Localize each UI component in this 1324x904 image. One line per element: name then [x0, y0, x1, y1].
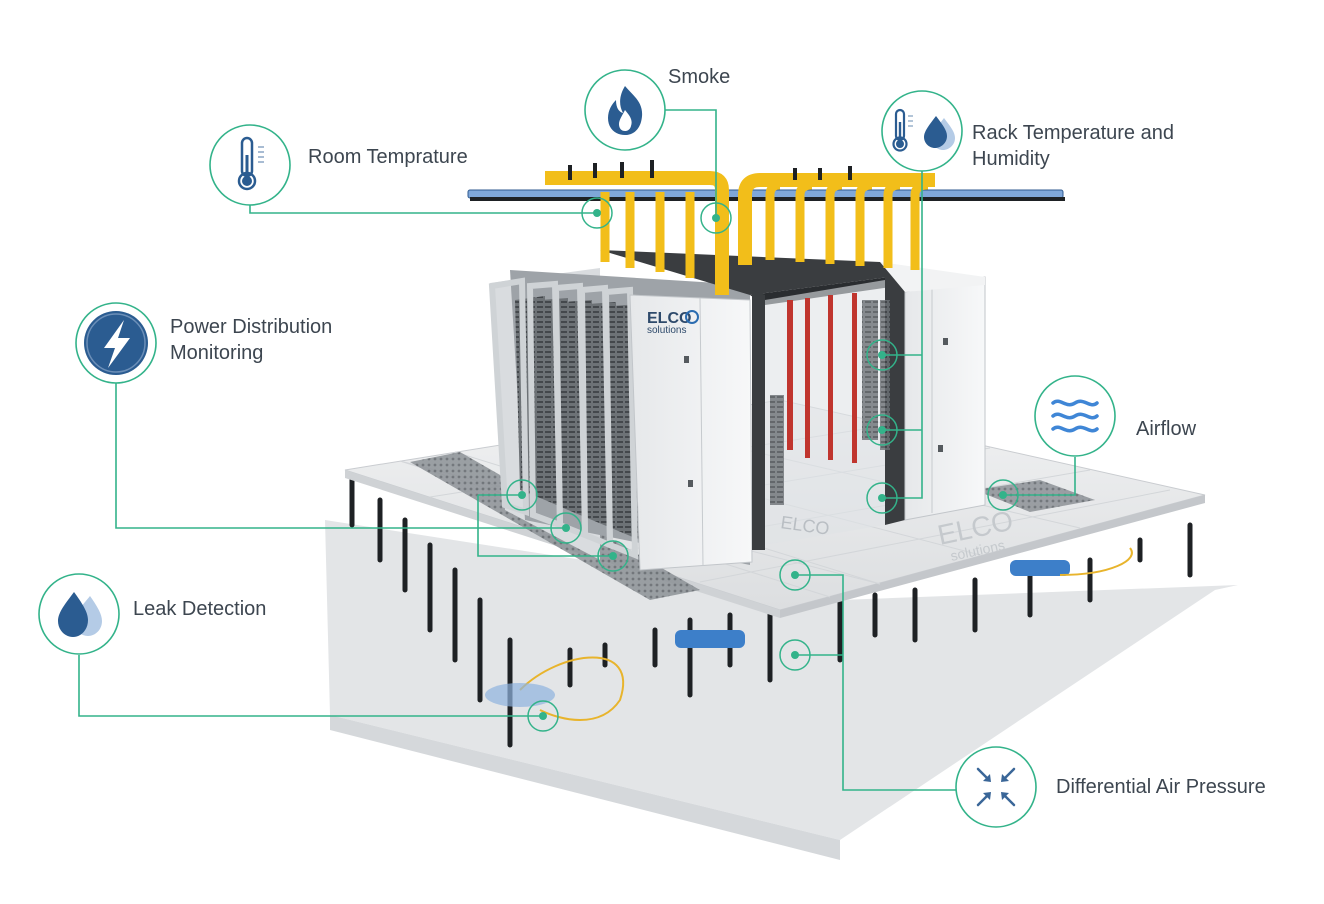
sensor-point-power-2: [550, 512, 582, 544]
thermometer-drop-icon: [881, 90, 963, 172]
sensor-point-power-1: [506, 479, 538, 511]
label-power-distribution: Power Distribution Monitoring: [170, 316, 333, 364]
fire-icon: [584, 69, 666, 151]
sensor-point-room-temperature: [581, 197, 613, 229]
label-leak-detection: Leak Detection: [133, 598, 267, 620]
water-drop-icon: [38, 573, 120, 655]
cabinet-logo-text: ELCO: [647, 310, 691, 327]
sensor-point-rack-bottom: [866, 482, 898, 514]
label-rack-temperature-humidity: Rack Temperature and Humidity: [972, 122, 1174, 170]
overhead-cable-tray: [467, 160, 1065, 295]
sensor-point-pressure-2: [779, 639, 811, 671]
sensor-point-rack-top: [866, 339, 898, 371]
aisle-containment: ELCO: [600, 250, 905, 550]
icon-badges: [38, 69, 1116, 828]
rack-row-left: ELCO solutions: [488, 268, 753, 571]
underfloor-cabling: [485, 547, 1133, 721]
sensor-point-airflow: [987, 479, 1019, 511]
sensor-point-power-3: [597, 540, 629, 572]
cabinet-logo-subtitle: solutions: [647, 325, 686, 336]
sensor-point-rack-middle: [866, 414, 898, 446]
label-airflow: Airflow: [1136, 418, 1197, 440]
label-differential-air-pressure: Differential Air Pressure: [1056, 776, 1266, 798]
thermometer-icon: [209, 124, 291, 206]
sensor-point-leak: [527, 700, 559, 732]
rack-row-right: [880, 262, 986, 521]
sensor-point-smoke: [700, 202, 732, 234]
label-room-temperature: Room Temprature: [308, 146, 468, 168]
sensor-point-pressure-1: [779, 559, 811, 591]
airflow-waves-icon: [1034, 375, 1116, 457]
ground-plane: [325, 520, 1238, 860]
sensor-points: [506, 197, 1019, 732]
pressure-arrows-icon: [955, 746, 1037, 828]
lightning-icon: [75, 302, 157, 384]
label-smoke: Smoke: [668, 66, 731, 88]
